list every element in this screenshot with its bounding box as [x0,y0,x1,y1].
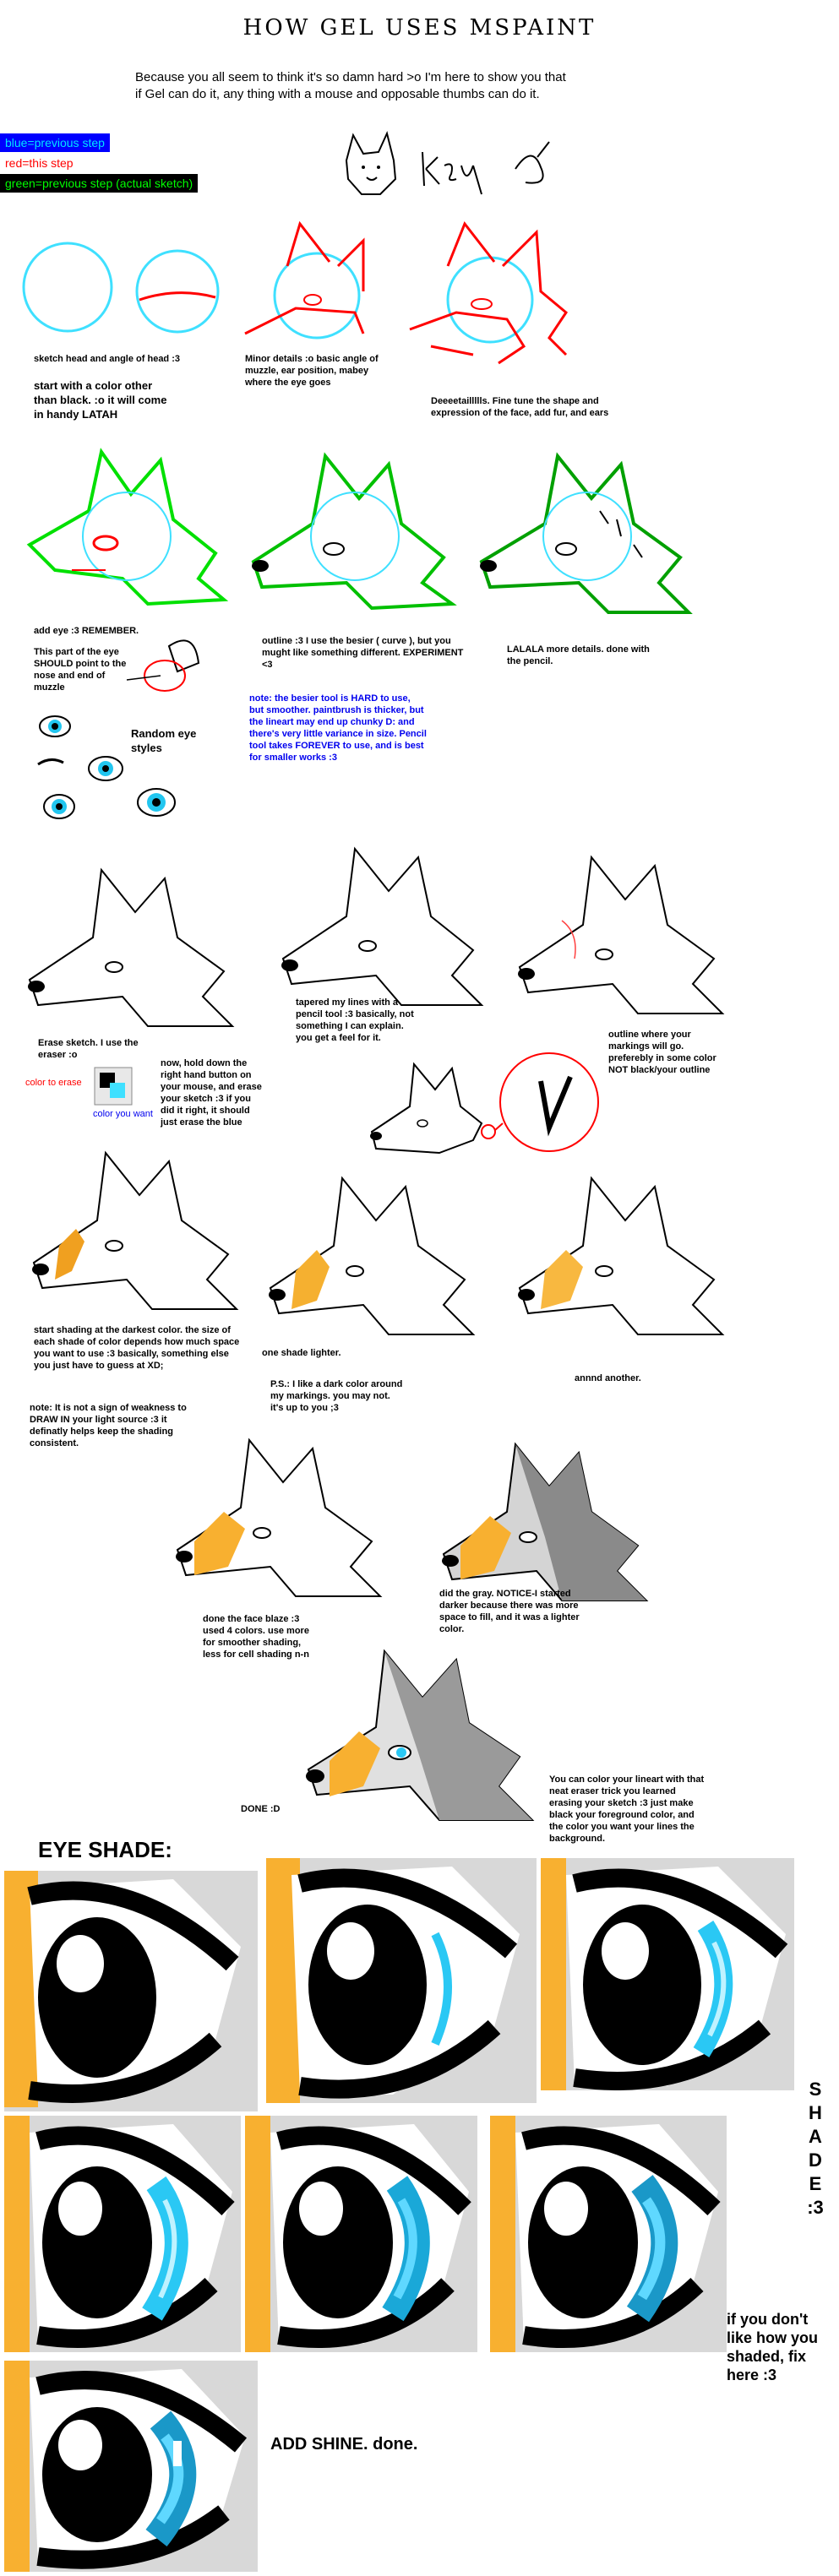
caption-lalala: LALALA more details. done with the penci… [507,644,650,666]
eye-panel-6 [490,2116,727,2352]
caption-lineart-color: You can color your lineart with that nea… [549,1774,705,1844]
lineart-2 [281,846,484,1006]
random-eye-styles [37,715,176,819]
legend-green: green=previous step (actual sketch) [0,174,199,193]
caption-step2: Minor details :o basic angle of muzzle, … [245,354,379,388]
shade-letter: A [809,2126,822,2147]
caption-step1: sketch head and angle of head :3 [34,354,180,364]
shading-step-1 [32,1150,239,1310]
shade-letter: :3 [807,2197,824,2218]
caption-outline-note: note: the besier tool is HARD to use, bu… [249,693,427,763]
shade-side-text: S H A D E :3 [803,2078,828,2220]
legend-blue: blue=previous step [0,133,110,152]
caption-color-you-want: color you want [93,1109,153,1119]
shading-step-3 [518,1176,725,1335]
sketch-circle-2 [135,249,220,334]
caption-gray: did the gray. NOTICE-I started darker be… [439,1589,580,1634]
caption-erase: Erase sketch. I use the eraser :o [38,1038,139,1060]
eye-panel-3 [541,1858,794,2090]
eye-panel-2 [266,1858,537,2103]
caption-done: DONE :D [241,1804,281,1814]
palette-swatch-icon [94,1067,133,1106]
eye-panel-1 [4,1871,258,2111]
shade-letter: E [809,2173,822,2194]
sketch-head-step3 [409,221,568,365]
caption-add-eye: add eye :3 REMEMBER. [34,626,139,636]
page-title: HOW GEL USES MSPAINT [242,15,597,41]
green-sketch-3 [479,452,693,614]
caption-eye-point: This part of the eye SHOULD point to the… [34,647,127,693]
eye-shade-title: EYE SHADE: [38,1837,172,1862]
caption-fix: if you don't like how you shaded, fix he… [727,2311,819,2383]
shade-letter: S [809,2079,822,2100]
blaze-head [176,1437,383,1597]
signature-doodle [345,130,550,195]
shade-letter: D [809,2149,822,2171]
eye-panel-4 [4,2116,241,2352]
caption-another: annnd another. [575,1373,641,1383]
shade-letter: H [809,2102,822,2123]
lineart-1 [28,867,235,1027]
caption-tapered: tapered my lines with a pencil tool :3 b… [296,997,414,1043]
green-sketch-1 [26,448,229,606]
caption-step3: Deeeetaillllls. Fine tune the shape and … [431,396,609,418]
caption-step1b: start with a color other than black. :o … [34,379,167,421]
eye-panel-5 [245,2116,477,2352]
caption-color-to-erase: color to erase [25,1078,82,1088]
caption-ps: P.S.: I like a dark color around my mark… [270,1379,403,1413]
caption-shading-darkest: start shading at the darkest color. the … [34,1325,240,1371]
green-sketch-2 [251,452,457,611]
shading-step-2 [269,1176,476,1335]
taper-zoom-diagram [370,1052,599,1155]
caption-erase-howto: now, hold down the right hand button on … [161,1058,262,1128]
caption-shine: ADD SHINE. done. [270,2435,418,2454]
eye-panel-7 [4,2361,258,2572]
legend-red: red=this step [0,154,79,172]
intro-text: Because you all seem to think it's so da… [135,70,566,101]
final-head [306,1649,535,1821]
caption-random-eyes: Random eye styles [131,727,197,754]
lineart-3 [518,855,725,1014]
caption-shading-note: note: It is not a sign of weakness to DR… [30,1403,187,1448]
sketch-head-step2 [244,220,365,340]
caption-markings: outline where your markings will go. pre… [608,1030,716,1075]
gray-head [442,1442,649,1601]
eye-point-diagram [126,639,200,692]
caption-one-lighter: one shade lighter. [262,1348,341,1358]
caption-outline: outline :3 I use the besier ( curve ), b… [262,636,464,670]
sketch-circle-1 [22,242,113,333]
caption-blaze: done the face blaze :3 used 4 colors. us… [203,1614,309,1660]
